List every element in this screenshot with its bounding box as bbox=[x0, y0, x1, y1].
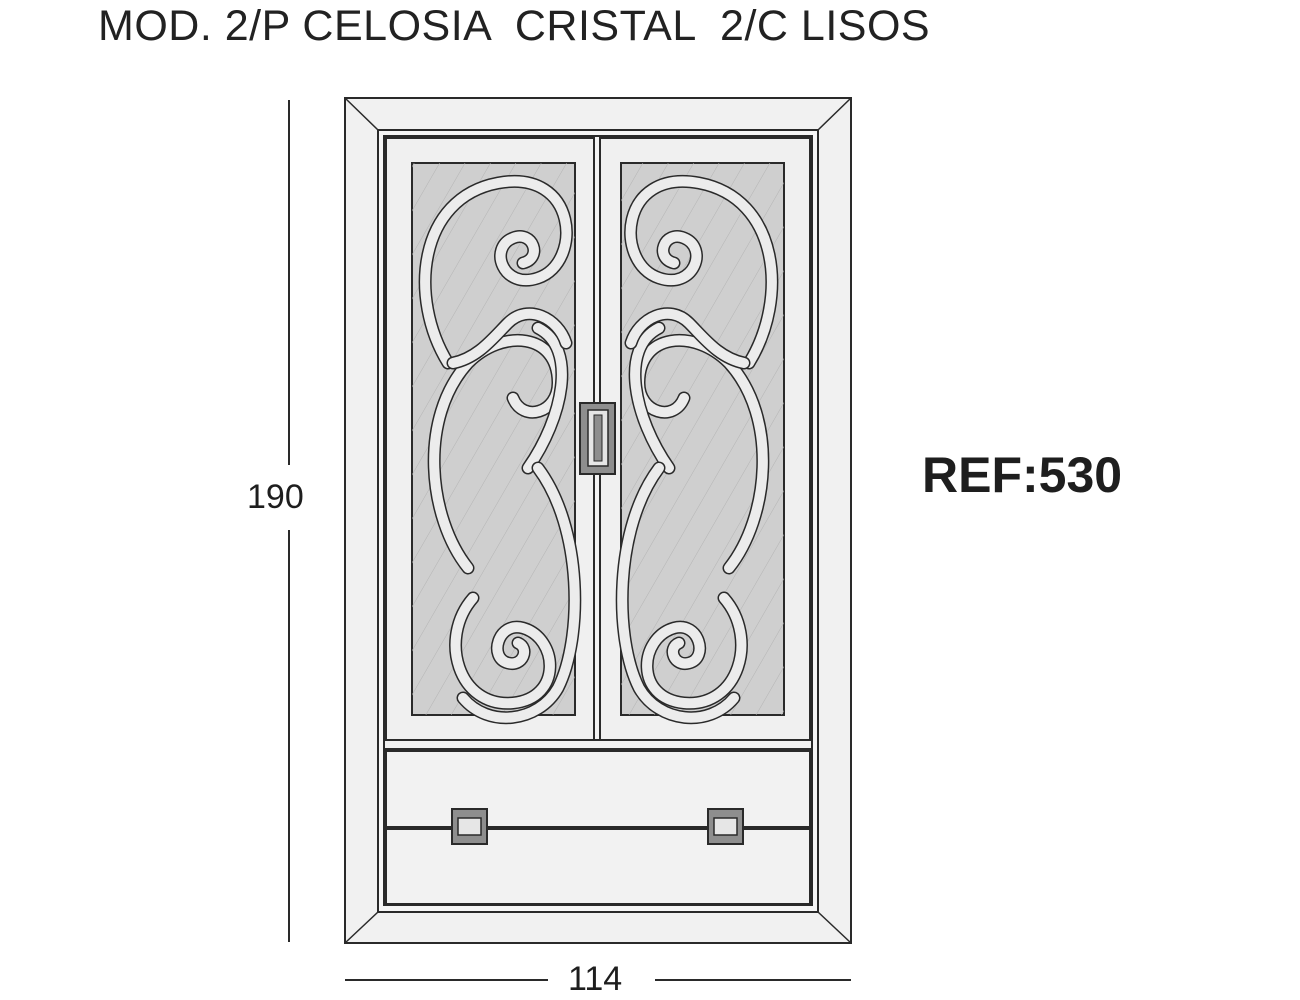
lower-drawer bbox=[385, 828, 811, 905]
drawing-title: MOD. 2/P CELOSIA CRISTAL 2/C LISOS bbox=[98, 2, 931, 50]
height-dimension-label: 190 bbox=[247, 478, 304, 516]
frame-miter bbox=[344, 911, 379, 944]
reference-number: REF:530 bbox=[922, 447, 1123, 503]
drawer-handle-left bbox=[451, 808, 488, 845]
frame-miter bbox=[344, 97, 379, 131]
drawer-handle-right bbox=[707, 808, 744, 845]
upper-drawer bbox=[385, 750, 811, 828]
shelf-rail bbox=[383, 739, 813, 750]
width-dimension-label: 114 bbox=[568, 960, 623, 998]
frame-miter bbox=[817, 97, 852, 131]
door-handle-grip bbox=[593, 414, 603, 462]
frame-miter bbox=[817, 911, 852, 944]
